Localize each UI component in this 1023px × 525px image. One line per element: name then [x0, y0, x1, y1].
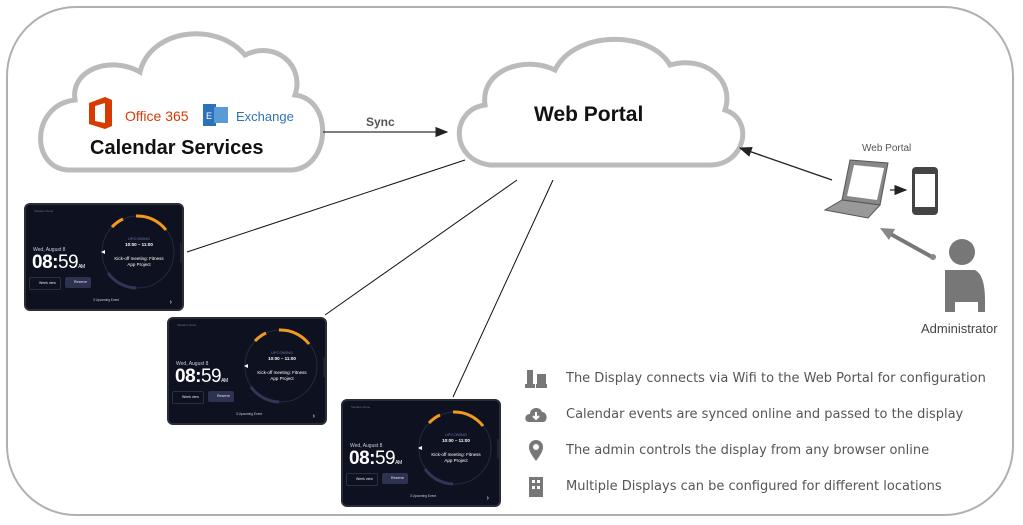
legend-item: Multiple Displays can be configured for … [524, 474, 942, 498]
upcoming-count: 3 Upcoming Event [235, 412, 263, 416]
reserve-button[interactable]: Reserve [208, 391, 235, 402]
time-slot: 10:00 – 11:00 [268, 356, 296, 361]
calendar-cloud [38, 31, 326, 173]
date-label: Wed, August 8 [176, 361, 209, 367]
upcoming-label: UPCOMING [271, 350, 293, 355]
clock: 08:59AM [175, 366, 228, 387]
legend-item: Calendar events are synced online and pa… [524, 402, 963, 426]
next-arrow-icon[interactable]: › [169, 299, 172, 306]
reserve-button[interactable]: Reserve [65, 277, 92, 288]
sync-label: Sync [366, 115, 395, 129]
upcoming-count: 3 Upcoming Event [409, 494, 437, 498]
upcoming-count: 3 Upcoming Event [92, 298, 120, 302]
upcoming-label: UPCOMING [128, 236, 150, 241]
week-view-button[interactable]: Week view [172, 391, 204, 404]
date-label: Wed, August 8 [350, 443, 383, 449]
week-view-button[interactable]: Week view [29, 277, 61, 290]
web-portal-label: Web Portal [862, 143, 912, 154]
map-pin-icon [524, 438, 548, 462]
reserve-button[interactable]: Reserve [382, 473, 409, 484]
legend-text: Multiple Displays can be configured for … [566, 478, 942, 494]
time-ring [244, 328, 325, 404]
zone-label: Vacation Zone [351, 405, 371, 409]
legend-text: Calendar events are synced online and pa… [566, 406, 964, 422]
phone-icon [912, 167, 938, 215]
upcoming-label: UPCOMING [445, 432, 467, 437]
chess-icon [524, 366, 548, 390]
legend-item: The admin controls the display from any … [524, 438, 929, 462]
zone-label: Vacation Zone [177, 323, 197, 327]
laptop-icon [823, 159, 889, 219]
building-icon [524, 474, 548, 498]
display-tablet: Vacation Zone Wed, August 8 08:59AM Week… [167, 317, 327, 425]
calendar-services-title: Calendar Services [90, 137, 264, 159]
admin-to-portal-arrow [738, 146, 833, 181]
zone-label: Vacation Zone [34, 209, 54, 213]
display-tablet: Vacation Zone Wed, August 8 08:59AM Week… [341, 399, 501, 507]
legend-item: The Display connects via Wifi to the Web… [524, 366, 986, 390]
cloud-download-icon [524, 402, 548, 426]
clock: 08:59AM [349, 448, 402, 469]
week-view-button[interactable]: Week view [346, 473, 378, 486]
date-label: Wed, August 8 [33, 247, 66, 253]
svg-text:E: E [206, 111, 212, 121]
web-portal-title: Web Portal [534, 103, 644, 126]
display-tablet: Vacation Zone Wed, August 8 08:59AM Week… [24, 203, 184, 311]
office365-label: Office 365 [125, 108, 189, 124]
meeting-title: Kick-off meeting: Fitness App Project [431, 452, 481, 463]
meeting-title: Kick-off meeting: Fitness App Project [114, 256, 164, 267]
time-ring [418, 410, 499, 486]
administrator-label: Administrator [921, 321, 998, 336]
meeting-title: Kick-off meeting: Fitness App Project [257, 370, 307, 381]
legend-text: The admin controls the display from any … [566, 442, 930, 458]
office365-logo [89, 97, 112, 129]
exchange-label: Exchange [236, 109, 294, 124]
web-portal-cloud [456, 36, 746, 168]
link-display-2 [324, 179, 518, 316]
time-slot: 10:00 – 11:00 [442, 438, 470, 443]
time-slot: 10:00 – 11:00 [125, 242, 153, 247]
link-display-1 [186, 159, 466, 253]
clock: 08:59AM [32, 252, 85, 273]
exchange-logo: E [203, 104, 228, 126]
administrator-icon [945, 239, 985, 312]
legend-text: The Display connects via Wifi to the Web… [566, 370, 986, 386]
link-display-3 [452, 179, 554, 398]
diagram-frame [6, 6, 1014, 516]
next-arrow-icon[interactable]: › [486, 495, 489, 502]
next-arrow-icon[interactable]: › [312, 413, 315, 420]
time-ring [101, 214, 182, 290]
admin-to-laptop-arrow [880, 228, 936, 260]
